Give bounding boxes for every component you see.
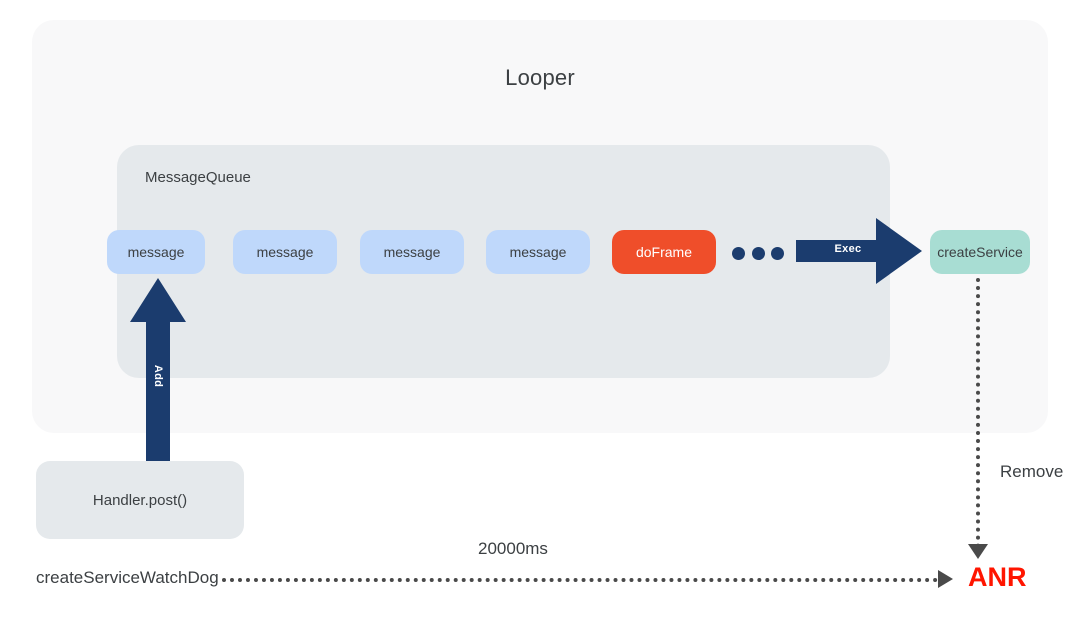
- watchdog-arrowhead-icon: [938, 570, 953, 588]
- queue-item-message-0: message: [107, 230, 205, 274]
- create-service-node: createService: [930, 230, 1030, 274]
- queue-item-doframe-4: doFrame: [612, 230, 716, 274]
- queue-item-message-1: message: [233, 230, 337, 274]
- queue-item-message-3: message: [486, 230, 590, 274]
- looper-title: Looper: [505, 65, 575, 90]
- ellipsis-dots-icon: [732, 246, 784, 260]
- remove-dotted-line: [976, 278, 980, 548]
- watchdog-duration-label: 20000ms: [478, 539, 548, 558]
- ellipsis-dot: [751, 246, 765, 260]
- ellipsis-dot: [732, 246, 745, 260]
- watchdog-label: createServiceWatchDog: [36, 568, 219, 587]
- exec-arrow-icon: [796, 214, 922, 288]
- message-queue-label: MessageQueue: [145, 169, 251, 186]
- queue-item-message-2: message: [360, 230, 464, 274]
- watchdog-dotted-line: [222, 578, 938, 582]
- anr-label: ANR: [968, 562, 1027, 592]
- add-arrow-icon: [128, 278, 188, 500]
- remove-arrowhead-icon: [968, 544, 988, 559]
- remove-label: Remove: [1000, 462, 1064, 481]
- ellipsis-dot: [771, 246, 784, 260]
- handler-post-node: Handler.post(): [36, 461, 244, 539]
